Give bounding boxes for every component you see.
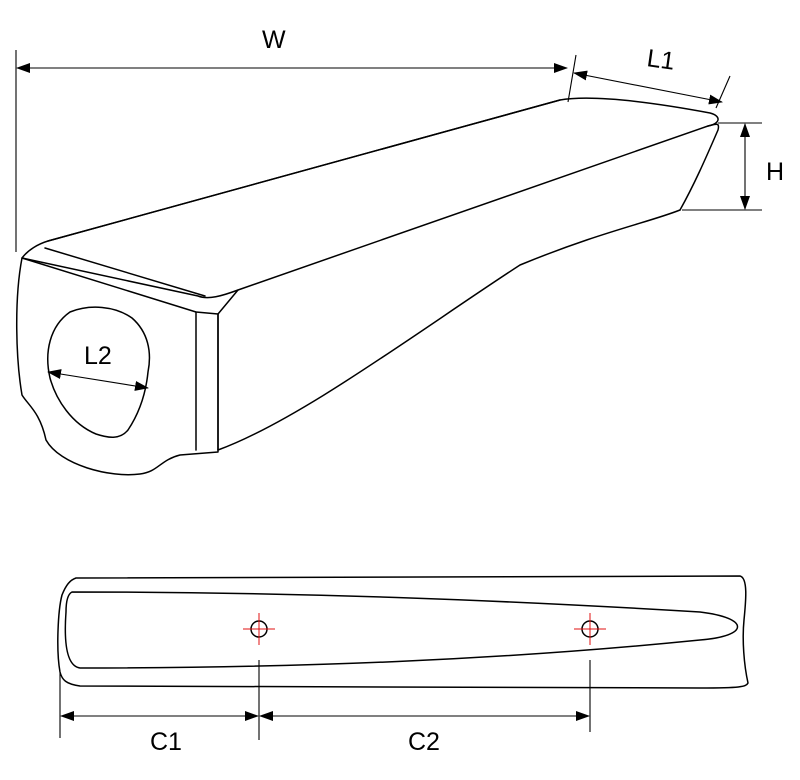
top-face-outline: [21, 97, 719, 299]
isometric-view: W L1 H L2: [15, 26, 784, 476]
c1-label: C1: [150, 728, 182, 756]
l2-label: L2: [84, 342, 112, 370]
top-face-far-edge: [47, 99, 561, 242]
l1-label: L1: [645, 44, 676, 76]
side-strip: [195, 311, 219, 451]
plan-outer-outline: [57, 575, 749, 689]
l1-extension: [715, 75, 731, 109]
blade-edge: [679, 123, 720, 211]
w-label: W: [262, 26, 286, 54]
top-face-chamfer: [44, 247, 206, 297]
h-label: H: [766, 158, 784, 186]
side-face-taper: [217, 209, 681, 451]
plan-taper-outline: [64, 591, 738, 669]
eye-hole: [47, 306, 151, 438]
l1-dimension-line: [573, 70, 723, 105]
w-extension-right: [567, 54, 577, 103]
c2-label: C2: [408, 728, 440, 756]
l2-dimension-line: [47, 369, 149, 391]
butt-face-outline: [16, 257, 219, 476]
plan-view: C1 C2: [57, 575, 749, 756]
